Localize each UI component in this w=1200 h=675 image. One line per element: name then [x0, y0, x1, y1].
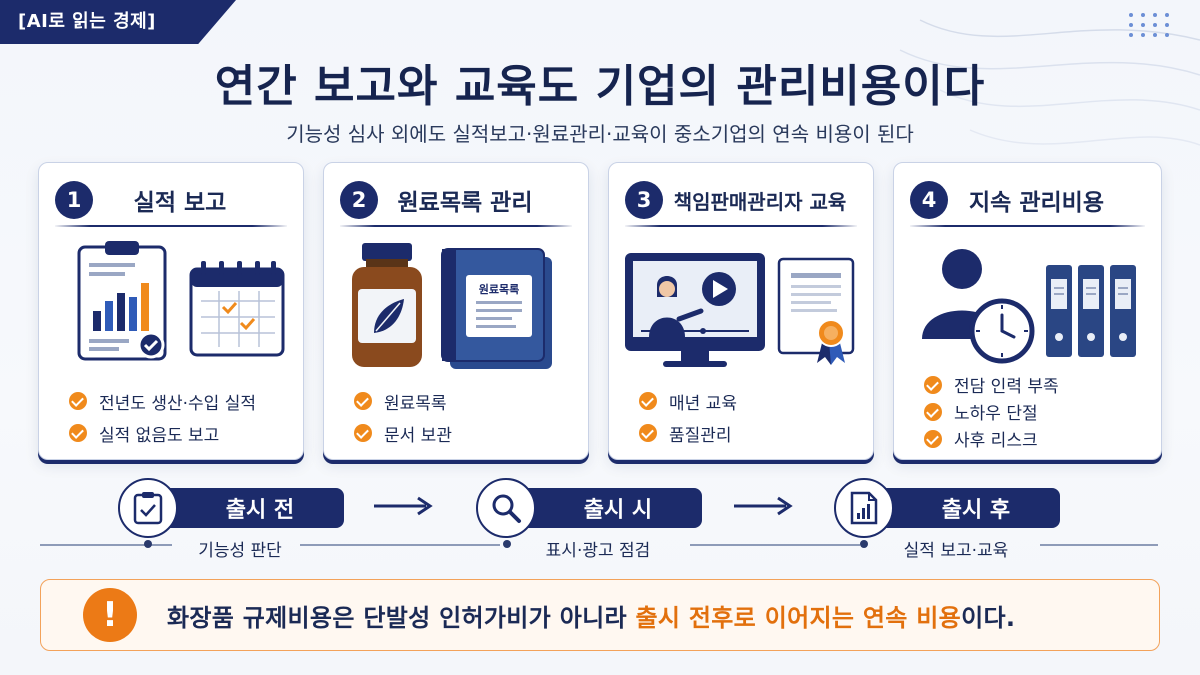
stage-before-launch: 출시 전: [118, 478, 344, 538]
magnifier-icon: [476, 478, 536, 538]
page-title: 연간 보고와 교육도 기업의 관리비용이다: [214, 61, 986, 112]
check-icon: [639, 392, 657, 410]
check-icon: [924, 402, 942, 421]
stage-at-launch: 출시 시: [476, 478, 702, 538]
background-waves: [899, 19, 1200, 146]
binder-book-icon: 원료목록: [441, 248, 552, 369]
card-title: 지속 관리비용: [969, 190, 1104, 216]
banner-text: 화장품 규제비용은 단발성 인허가비가 아니라 출시 전후로 이어지는 연속 비…: [167, 603, 1016, 632]
card-illustration: [77, 241, 285, 361]
card-ongoing-cost: 4 지속 관리비용: [893, 162, 1162, 460]
divider: [340, 225, 572, 227]
list-item: 전담 인력 부족: [924, 371, 1149, 398]
check-list: 원료목록 문서 보관: [354, 385, 576, 449]
list-item: 실적 없음도 보고: [69, 417, 291, 449]
banner-highlight: 출시 전후로 이어지는 연속 비용: [635, 603, 962, 632]
list-item: 전년도 생산·수입 실적: [69, 385, 291, 417]
flow-line: [690, 544, 860, 546]
clipboard-check-icon: [118, 478, 178, 538]
binders-icon: [1046, 265, 1136, 357]
arrow-right-icon: [374, 496, 433, 516]
stage-caption: 표시·광고 점검: [545, 541, 651, 561]
check-list: 전년도 생산·수입 실적 실적 없음도 보고: [69, 385, 291, 449]
card-illustration: 원료목록: [352, 243, 552, 369]
conclusion-banner: ! 화장품 규제비용은 단발성 인허가비가 아니라 출시 전후로 이어지는 연속…: [40, 579, 1160, 651]
stage-label: 출시 후: [878, 488, 1060, 528]
flow-line: [1040, 544, 1158, 546]
check-icon: [924, 375, 942, 394]
list-item: 매년 교육: [639, 385, 861, 417]
card-performance-report: 1 실적 보고: [38, 162, 304, 460]
card-number: 1: [55, 181, 93, 219]
check-icon: [639, 424, 657, 442]
card-title: 원료목록 관리: [397, 190, 533, 216]
check-list: 매년 교육 품질관리: [639, 385, 861, 449]
stage-label: 출시 전: [162, 488, 344, 528]
flow-dot: [503, 540, 511, 548]
card-ingredient-list: 2 원료목록 관리 원료목록: [323, 162, 589, 460]
bottle-leaf-icon: [352, 243, 422, 367]
launch-flow: 출시 전 기능성 판단 출시 시 표시·광고 점검 출시 후: [0, 478, 1200, 564]
card-title: 책임판매관리자 교육: [673, 189, 847, 214]
stage-caption: 기능성 판단: [198, 541, 282, 561]
card-number: 2: [340, 181, 378, 219]
divider: [910, 225, 1145, 227]
flow-dot: [144, 540, 152, 548]
list-item: 사후 리스크: [924, 425, 1149, 452]
flow-line: [300, 544, 500, 546]
card-title: 실적 보고: [133, 190, 227, 216]
divider: [625, 225, 857, 227]
stage-caption: 실적 보고·교육: [903, 541, 1009, 561]
check-list: 전담 인력 부족 노하우 단절 사후 리스크: [924, 371, 1149, 452]
person-clock-icon: [922, 249, 1035, 364]
check-icon: [69, 424, 87, 442]
section-tag: [AI로 읽는 경제]: [0, 0, 236, 44]
card-illustration: [625, 253, 855, 367]
card-manager-training: 3 책임판매관리자 교육: [608, 162, 874, 460]
clipboard-chart-icon: [77, 241, 167, 361]
decorative-dots-icon: [1129, 13, 1169, 37]
check-icon: [69, 392, 87, 410]
certificate-icon: [777, 257, 855, 365]
flow-dot: [860, 540, 868, 548]
exclamation-icon: !: [83, 588, 137, 642]
card-number: 3: [625, 181, 663, 219]
report-chart-icon: [834, 478, 894, 538]
check-icon: [354, 392, 372, 410]
flow-line: [40, 544, 172, 546]
list-item: 품질관리: [639, 417, 861, 449]
check-icon: [354, 424, 372, 442]
card-illustration: [922, 249, 1136, 364]
svg-text:원료목록: 원료목록: [479, 282, 519, 296]
monitor-video-icon: [625, 253, 765, 367]
divider: [55, 225, 287, 227]
cost-cards: 1 실적 보고: [38, 162, 1162, 460]
stage-after-launch: 출시 후: [834, 478, 1060, 538]
list-item: 원료목록: [354, 385, 576, 417]
card-number: 4: [910, 181, 948, 219]
calendar-check-icon: [189, 261, 285, 357]
check-icon: [924, 429, 942, 448]
stage-label: 출시 시: [520, 488, 702, 528]
page-subtitle: 기능성 심사 외에도 실적보고·원료관리·교육이 중소기업의 연속 비용이 된다: [286, 122, 914, 146]
arrow-right-icon: [734, 496, 793, 516]
list-item: 문서 보관: [354, 417, 576, 449]
list-item: 노하우 단절: [924, 398, 1149, 425]
